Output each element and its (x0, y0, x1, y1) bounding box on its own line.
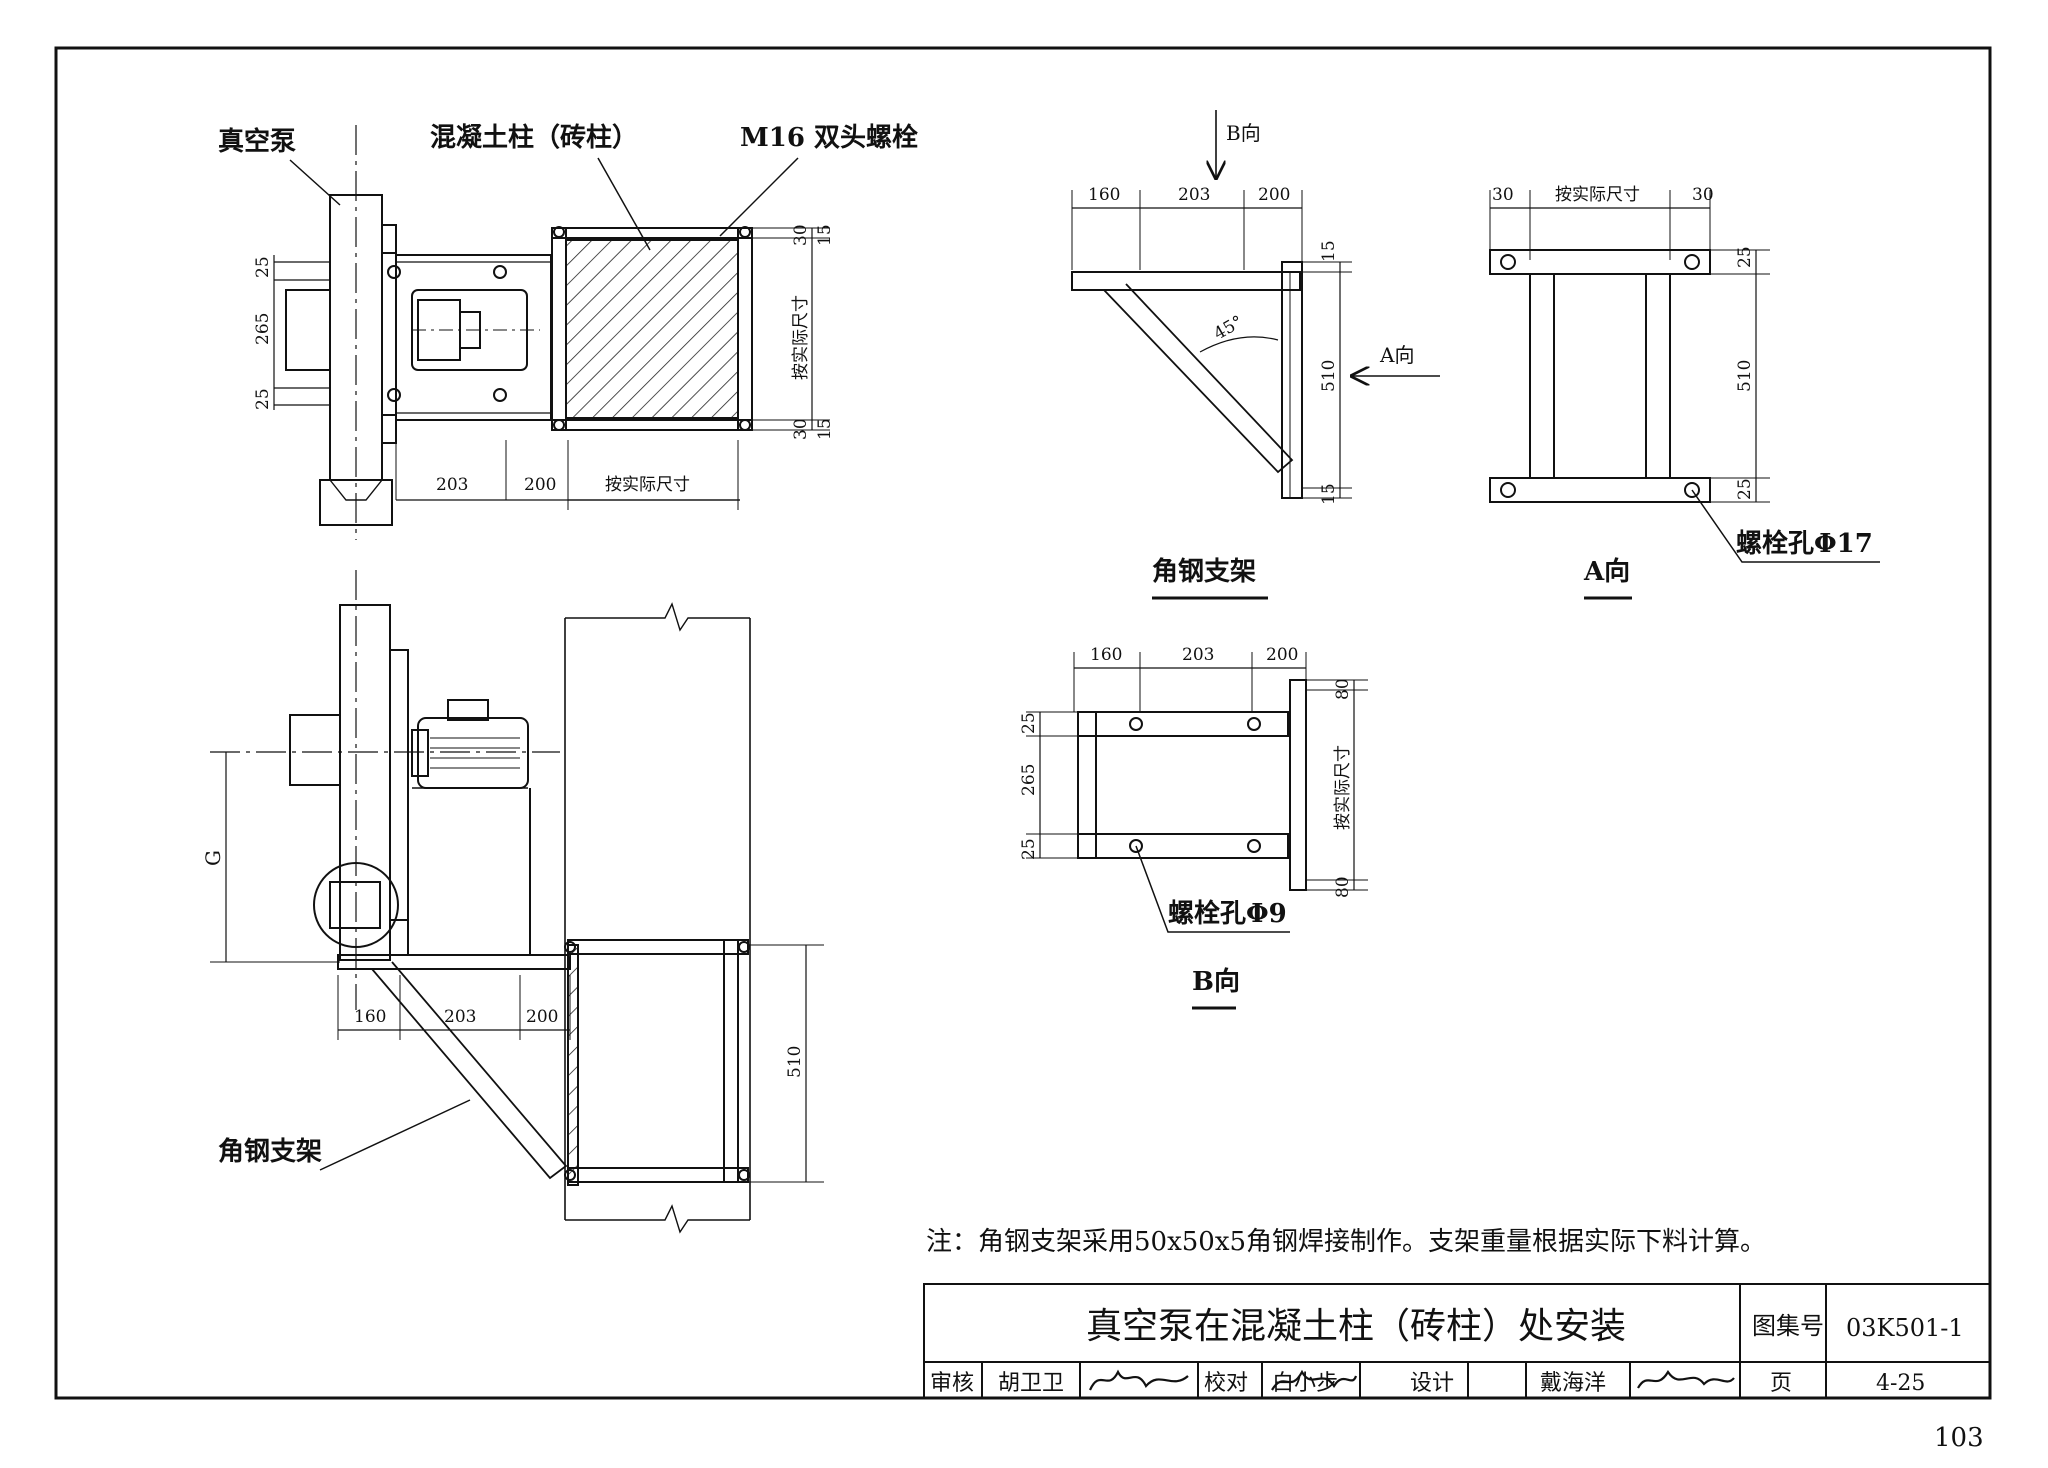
dim-25-plan-top: 25 (253, 256, 273, 278)
atlas-number: 03K501-1 (1846, 1314, 1964, 1342)
title-block-labels: 真空泵在混凝土柱（砖柱）处安装 图集号 03K501-1 审核 胡卫卫 校对 白… (930, 1306, 1964, 1396)
label-bolt-hole-9: 螺栓孔Φ9 (1168, 899, 1287, 929)
caption-view-b: B向 (1192, 966, 1240, 997)
dim-510-elev: 510 (785, 1046, 805, 1078)
dim-actual-a: 按实际尺寸 (1555, 185, 1640, 205)
dim-200-plan: 200 (524, 475, 556, 495)
designer-name: 戴海洋 (1540, 1371, 1606, 1396)
bracket-detail (1071, 110, 1440, 600)
dim-203-b: 203 (1182, 645, 1214, 665)
dim-200-bracket: 200 (1258, 185, 1290, 205)
page-number: 4-25 (1876, 1371, 1925, 1396)
plan-view-labels: 真空泵 混凝土柱（砖柱） M16 双头螺栓 203 200 按实际尺寸 265 … (218, 123, 918, 495)
dim-80-b-top: 80 (1333, 678, 1353, 700)
elevation-view (210, 570, 824, 1234)
checker-name: 白小步 (1272, 1371, 1338, 1396)
dim-30-a-right: 30 (1692, 185, 1714, 205)
dim-265-b: 265 (1019, 764, 1039, 796)
dim-160-b: 160 (1090, 645, 1122, 665)
title-block (923, 1283, 1991, 1399)
dim-15-bracket-bottom: 15 (1319, 483, 1339, 505)
dim-actual-b: 按实际尺寸 (1333, 745, 1353, 830)
note-text: 注：角钢支架采用50x50x5角钢焊接制作。支架重量根据实际下料计算。 (926, 1227, 1766, 1257)
elevation-view-labels: 160 203 200 G 510 角钢支架 (201, 850, 805, 1167)
plan-view (273, 125, 830, 540)
sheet-number: 103 (1934, 1423, 1984, 1453)
dim-actual-plan: 按实际尺寸 (605, 475, 690, 495)
drawing-title: 真空泵在混凝土柱（砖柱）处安装 (1086, 1306, 1626, 1347)
dim-160-bracket: 160 (1088, 185, 1120, 205)
dim-200-elev: 200 (526, 1007, 558, 1027)
dim-actual-plan-v: 按实际尺寸 (791, 295, 811, 380)
arrow-b-label: B向 (1226, 121, 1261, 145)
dim-80-b-bottom: 80 (1333, 876, 1353, 898)
arrow-a-label: A向 (1379, 343, 1414, 367)
dim-203-elev: 203 (444, 1007, 476, 1027)
reviewer-name: 胡卫卫 (998, 1371, 1064, 1396)
caption-view-a: A向 (1583, 556, 1630, 587)
dim-200-b: 200 (1266, 645, 1298, 665)
dim-30-plan-bottom: 30 (791, 418, 811, 440)
dim-15-plan-bottom: 15 (815, 418, 835, 440)
design-label: 设计 (1410, 1371, 1454, 1396)
check-label: 校对 (1204, 1371, 1248, 1396)
dim-160-elev: 160 (354, 1007, 386, 1027)
page-label: 页 (1770, 1371, 1792, 1396)
label-vacuum-pump: 真空泵 (218, 126, 296, 157)
bracket-detail-labels: B向 160 203 200 45° 510 15 15 A向 角钢支架 (1088, 121, 1414, 587)
review-label: 审核 (930, 1371, 974, 1396)
dim-203-plan: 203 (436, 475, 468, 495)
dim-30-a-left: 30 (1492, 185, 1514, 205)
label-bolt-m16: M16 双头螺栓 (740, 123, 918, 153)
dim-25-a-top: 25 (1735, 246, 1755, 268)
dim-25-plan-bottom: 25 (253, 388, 273, 410)
atlas-label: 图集号 (1752, 1312, 1824, 1340)
label-bolt-hole-17: 螺栓孔Φ17 (1736, 529, 1873, 559)
dim-15-plan-top: 15 (815, 224, 835, 246)
dim-25-b-top: 25 (1019, 712, 1039, 734)
view-a-labels: 30 按实际尺寸 30 510 25 25 螺栓孔Φ17 A向 (1492, 185, 1873, 587)
angle-45: 45° (1211, 312, 1247, 344)
caption-angle-bracket: 角钢支架 (1152, 556, 1256, 587)
dim-30-plan-top: 30 (791, 224, 811, 246)
dim-g-elev: G (201, 850, 225, 866)
view-b (1026, 652, 1368, 1010)
view-b-labels: 160 203 200 265 25 25 按实际尺寸 80 80 螺栓孔Φ9 … (1019, 645, 1353, 997)
dim-15-bracket-top: 15 (1319, 240, 1339, 262)
label-angle-bracket-elev: 角钢支架 (218, 1136, 322, 1167)
label-concrete-column: 混凝土柱（砖柱） (430, 123, 638, 153)
dim-25-a-bottom: 25 (1735, 478, 1755, 500)
dim-203-bracket: 203 (1178, 185, 1210, 205)
dim-25-b-bottom: 25 (1019, 838, 1039, 860)
dim-265-plan: 265 (253, 313, 273, 345)
view-a (1489, 190, 1880, 600)
dim-510-a: 510 (1735, 360, 1755, 392)
dim-510-bracket: 510 (1319, 360, 1339, 392)
